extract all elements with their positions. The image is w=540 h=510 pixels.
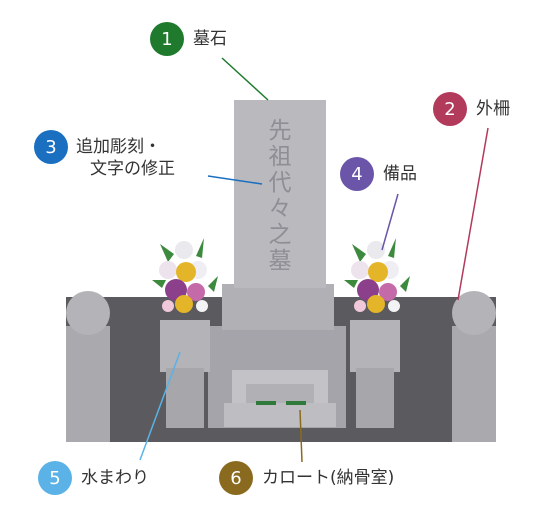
fence-post-ball-right [452, 291, 496, 335]
callout-label-engraving-line1: 追加彫刻・ [76, 137, 161, 157]
callout-label-tombstone: 墓石 [193, 28, 227, 49]
callout-number-3: 3 [34, 130, 68, 164]
callout-label-carot: カロート(納骨室) [262, 467, 395, 488]
callout-label-engraving-line2: 文字の修正 [90, 159, 175, 180]
fence-post-ball-left [66, 291, 110, 335]
inscription-char: 代 [269, 170, 292, 196]
callout-tombstone: 1 墓石 [150, 22, 227, 56]
pedestal-middle [222, 284, 334, 330]
inscription-char: 之 [269, 222, 292, 248]
carot-mark-left [256, 401, 276, 405]
leader-line-2 [457, 127, 489, 301]
callout-water-area: 5 水まわり [38, 461, 149, 495]
fence-pillar-left [66, 326, 110, 442]
callout-number-1: 1 [150, 22, 184, 56]
leader-line-6 [299, 409, 303, 463]
callout-outer-fence: 2 外柵 [433, 92, 510, 126]
leader-line-5 [139, 351, 181, 461]
carot-mark-right [286, 401, 306, 405]
callout-label-outer-fence: 外柵 [476, 98, 510, 119]
callout-number-4: 4 [340, 157, 374, 191]
carot-step [224, 403, 336, 427]
inscription-char: 祖 [269, 144, 292, 170]
callout-carot: 6 カロート(納骨室) [219, 461, 394, 495]
flower-bouquet-left [152, 238, 218, 313]
callout-number-6: 6 [219, 461, 253, 495]
leader-line-4 [381, 193, 399, 251]
leader-line-3 [207, 175, 263, 185]
callout-label-water-area: 水まわり [81, 467, 149, 488]
inscription-char: 先 [269, 118, 292, 144]
callout-number-2: 2 [433, 92, 467, 126]
callout-label-engraving: 追加彫刻・ 文字の修正 [76, 136, 206, 180]
leader-line-1 [221, 57, 269, 101]
carot-inner [246, 384, 314, 404]
flower-vase-left [160, 320, 210, 372]
flower-vase-left-base [166, 368, 204, 428]
callout-number-5: 5 [38, 461, 72, 495]
flower-vase-right [350, 320, 400, 372]
callout-label-accessories: 備品 [383, 163, 417, 184]
inscription-char: 墓 [269, 248, 292, 274]
flower-vase-right-base [356, 368, 394, 428]
fence-pillar-right [452, 326, 496, 442]
callout-accessories: 4 備品 [340, 157, 417, 191]
flower-bouquet-right [344, 238, 410, 313]
main-tombstone [234, 100, 326, 288]
inscription-char: 々 [269, 196, 292, 222]
